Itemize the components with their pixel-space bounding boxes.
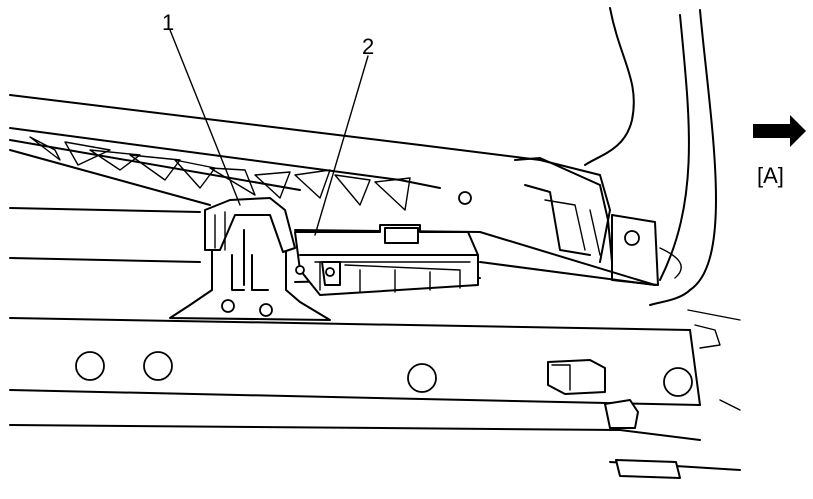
view-label: [A]: [757, 163, 784, 188]
right-arrow-icon: [753, 115, 806, 147]
view-marker: [A]: [753, 115, 806, 188]
upper-truss-rail: [9, 94, 611, 263]
lower-plate: [9, 309, 741, 479]
part-1-support-bracket: [169, 197, 331, 321]
part-2-slider-latch: [294, 224, 479, 296]
right-frame-panel: [584, 7, 717, 306]
callout-2-leader: [314, 55, 369, 236]
callout-1-leader: [169, 29, 241, 206]
rail-end-bracket: [514, 157, 659, 286]
callout-2-label: 2: [362, 34, 374, 59]
callout-leaders: [169, 29, 369, 236]
callout-1-label: 1: [162, 10, 174, 35]
